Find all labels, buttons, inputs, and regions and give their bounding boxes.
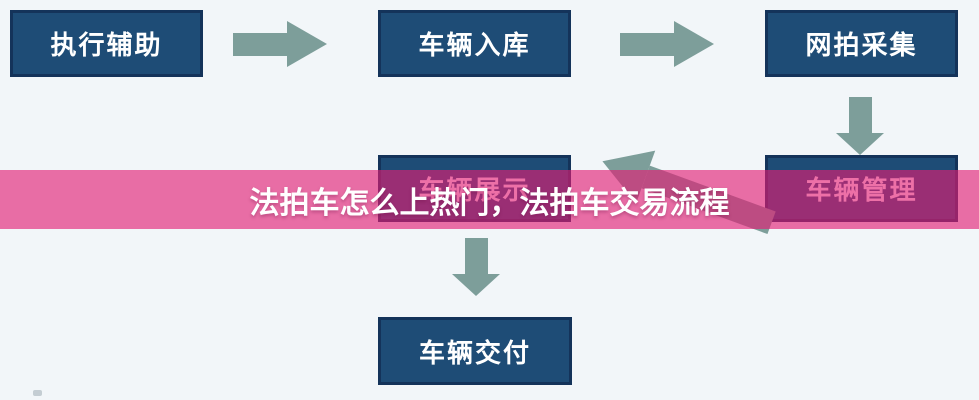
node-execution-assist: 执行辅助 [10,10,203,77]
node-vehicle-intake: 车辆入库 [378,10,571,77]
node-label: 车辆入库 [418,31,531,61]
node-online-auction: 网拍采集 [765,10,958,77]
node-vehicle-delivery: 车辆交付 [378,317,572,385]
node-label: 网拍采集 [805,31,918,61]
watermark-dot [33,390,42,396]
page-title: 法拍车怎么上热门，法拍车交易流程 [249,185,730,221]
arrow-down-icon [452,238,500,296]
arrow-right-icon [233,21,327,67]
node-label: 执行辅助 [50,31,163,61]
arrow-right-icon [620,21,714,67]
node-label: 车辆交付 [418,338,531,369]
arrow-down-icon [836,97,884,155]
title-banner-overlay [0,170,979,229]
